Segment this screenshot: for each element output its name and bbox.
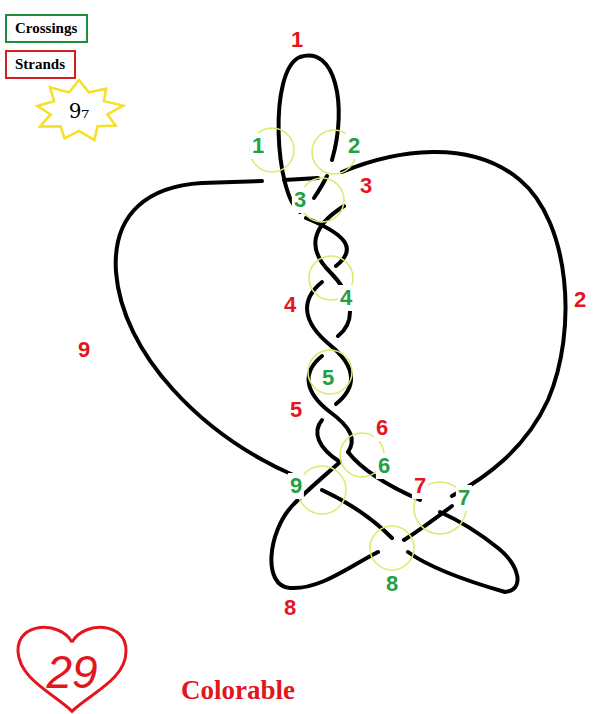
knot-strand [202, 181, 262, 183]
crossing-circle [298, 466, 346, 514]
knot-strand [309, 356, 352, 452]
legend-box: Strands [5, 50, 76, 79]
crossing-number: 1 [250, 133, 266, 159]
knot-strand [322, 490, 392, 538]
crossing-number: 7 [456, 485, 472, 511]
crossing-number: 4 [338, 285, 354, 311]
strand-number: 4 [282, 292, 298, 318]
strand-number: 8 [282, 595, 298, 621]
knot-strand [404, 506, 452, 540]
starburst-shape [37, 80, 123, 140]
knot-strand [348, 452, 420, 500]
crossing-number: 2 [346, 133, 362, 159]
strand-number: 5 [288, 397, 304, 423]
coloring-number: 29 [46, 645, 97, 699]
knot-strand [342, 152, 566, 496]
knot-strand [317, 420, 340, 462]
knot-name: 9₇ [69, 99, 90, 123]
crossing-circle [370, 526, 414, 570]
knot-strand [271, 462, 378, 588]
legend-text: Crossings [15, 20, 77, 37]
legend-box: Crossings [5, 14, 88, 43]
strand-number: 3 [358, 173, 374, 199]
crossing-circles [250, 128, 466, 570]
strand-number: 7 [412, 473, 428, 499]
heart-badge: 29 [12, 622, 132, 714]
strand-number: 9 [76, 337, 92, 363]
knot-strand [116, 183, 300, 478]
knot-strand [315, 206, 350, 336]
crossing-circle [308, 350, 352, 394]
heart-shape [18, 627, 126, 711]
crossing-number: 6 [376, 453, 392, 479]
crossing-number: 9 [288, 473, 304, 499]
strand-number: 1 [289, 27, 305, 53]
legend-text: Strands [15, 56, 65, 73]
caption-word: Colorable [179, 675, 297, 706]
crossing-number: 5 [320, 365, 336, 391]
crossing-number: 3 [292, 187, 308, 213]
crossing-circle [250, 128, 294, 172]
strand-number: 6 [374, 415, 390, 441]
knot-name-starburst: 9₇ [34, 80, 124, 142]
strand-number: 2 [572, 287, 588, 313]
crossing-number: 8 [384, 571, 400, 597]
knot-strands [116, 55, 566, 592]
